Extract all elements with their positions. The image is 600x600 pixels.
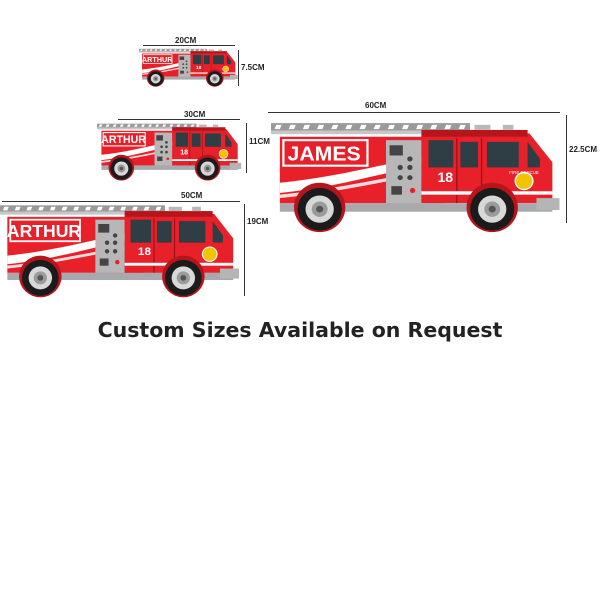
height-dimension-line-4 xyxy=(566,115,567,223)
width-dimension-line-4 xyxy=(268,112,560,113)
fire-truck-icon: ARTHUR 18 xyxy=(139,47,239,87)
width-dimension-line-1 xyxy=(143,45,235,46)
truck-number-3: 18 xyxy=(138,245,152,258)
width-label-3: 50CM xyxy=(181,191,203,200)
width-dimension-line-3 xyxy=(2,201,240,202)
height-label-2: 11CM xyxy=(249,137,270,146)
truck-number-4: 18 xyxy=(437,169,453,185)
width-label-2: 30CM xyxy=(184,110,206,119)
truck-number-1: 18 xyxy=(196,65,202,71)
truck-name-1: ARTHUR xyxy=(142,55,174,64)
width-label-4: 60CM xyxy=(365,101,387,110)
width-label-1: 20CM xyxy=(175,36,197,45)
truck-name-2: ARTHUR xyxy=(101,134,146,146)
fire-truck-icon: ARTHUR 18 xyxy=(0,201,242,298)
caption-text: Custom Sizes Available on Request xyxy=(97,318,503,342)
width-dimension-line-2 xyxy=(118,119,240,120)
fire-truck-small: ARTHUR 18 xyxy=(139,47,239,87)
truck-number-2: 18 xyxy=(180,148,188,156)
fire-truck-icon: ARTHUR 18 xyxy=(97,121,243,181)
fire-truck-xlarge: JAMES 18 FIRE RESCUE xyxy=(271,118,563,233)
fire-truck-medium: ARTHUR 18 xyxy=(97,121,243,181)
badge-text: FIRE RESCUE xyxy=(509,170,539,175)
fire-truck-large: ARTHUR 18 xyxy=(0,201,242,298)
fire-truck-icon: JAMES 18 FIRE RESCUE xyxy=(271,118,563,233)
height-label-3: 19CM xyxy=(247,217,269,226)
truck-name-4: JAMES xyxy=(288,143,361,166)
height-dimension-line-3 xyxy=(244,204,245,296)
height-label-1: 7.5CM xyxy=(241,63,265,72)
height-label-4: 22.5CM xyxy=(569,145,598,154)
truck-name-3: ARTHUR xyxy=(7,221,82,241)
height-dimension-line-1 xyxy=(238,50,239,86)
height-dimension-line-2 xyxy=(246,123,247,173)
